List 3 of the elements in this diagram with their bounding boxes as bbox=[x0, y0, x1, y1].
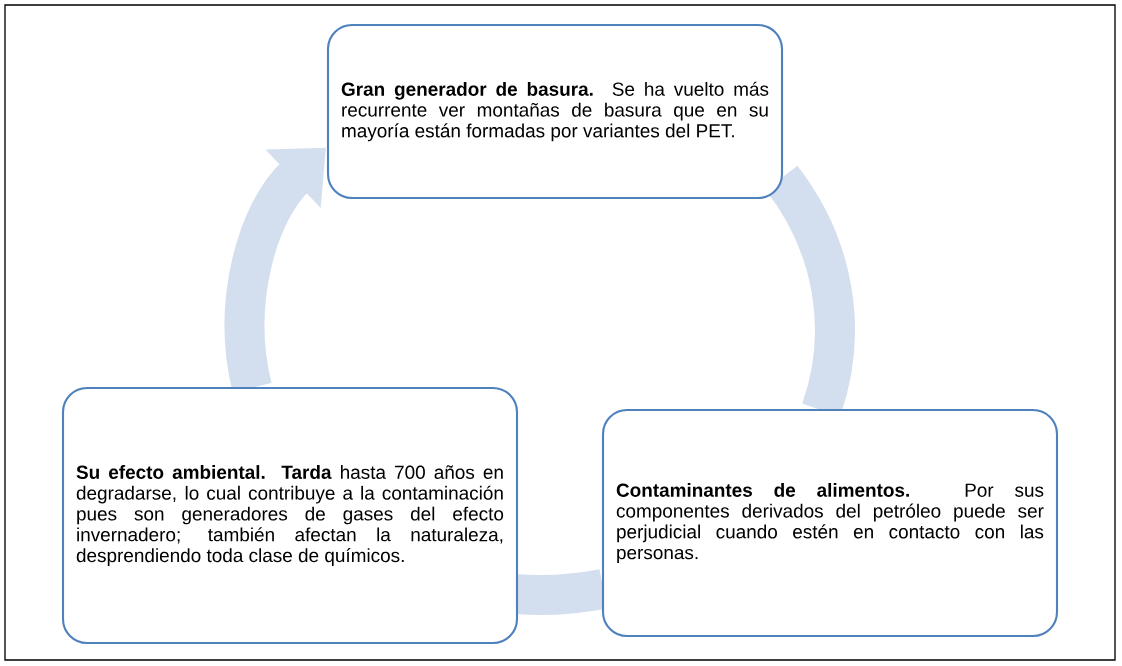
text-box: Gran generador de basura. Se ha vuelto más recurrente ver montañas de basura que en su mayoría están formadas por variantes del PET. bbox=[326, 23, 784, 200]
text-box: Su efecto ambiental. Tarda hasta 700 años en degradarse, lo cual contribuye a la contaminación pues son generadores de gases del efecto invernadero; también afectan la naturaleza, desprendiendo toda clase de químicos. bbox=[61, 386, 519, 645]
text-box: Contaminantes de alimentos. Por sus componentes derivados del petróleo puede ser perjudicial cuando estén en contacto con las personas. bbox=[601, 408, 1059, 638]
